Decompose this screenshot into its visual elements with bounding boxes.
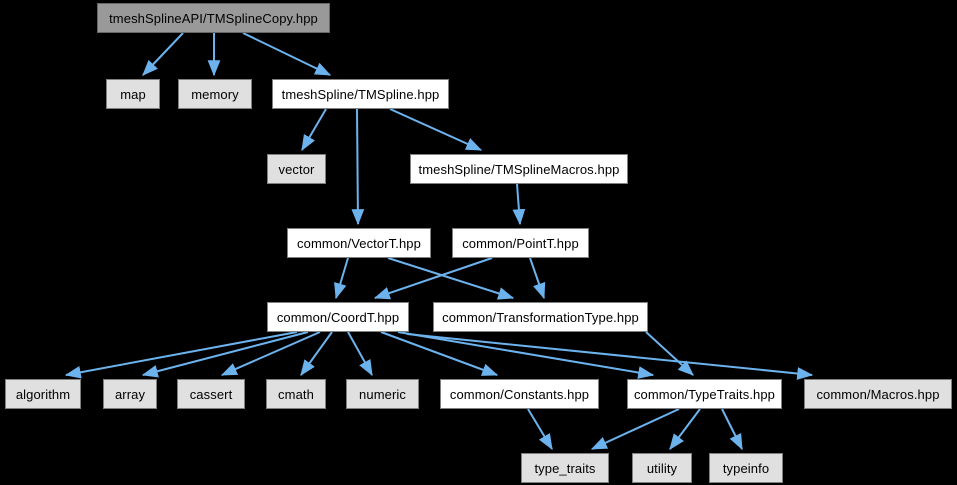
dependency-edge — [373, 257, 493, 300]
graph-node-tmspline[interactable]: tmeshSpline/TMSpline.hpp — [272, 79, 449, 109]
dependency-edge — [64, 331, 298, 379]
graph-node-vectort[interactable]: common/VectorT.hpp — [287, 228, 431, 258]
dependency-edge — [406, 333, 814, 380]
dependency-edge — [347, 331, 373, 377]
dependency-edge — [142, 32, 184, 76]
graph-node-tmsplinemacros[interactable]: tmeshSpline/TMSplineMacros.hpp — [410, 154, 628, 184]
dependency-edge — [220, 331, 321, 376]
graph-node-constants[interactable]: common/Constants.hpp — [440, 379, 599, 409]
dependency-edge — [300, 331, 333, 376]
graph-node-map[interactable]: map — [106, 79, 160, 109]
graph-node-utility[interactable]: utility — [632, 453, 692, 483]
dependency-edge — [301, 108, 327, 152]
graph-node-typeinfo[interactable]: typeinfo — [709, 453, 783, 483]
dependency-edge — [590, 408, 680, 450]
graph-node-memory[interactable]: memory — [178, 79, 252, 109]
graph-node-vector[interactable]: vector — [267, 154, 326, 184]
dependency-edge — [351, 108, 365, 226]
graph-node-cmath[interactable]: cmath — [266, 379, 326, 409]
dependency-edge — [387, 257, 515, 300]
graph-node-transformationtype[interactable]: common/TransformationType.hpp — [433, 302, 648, 332]
graph-node-macros[interactable]: common/Macros.hpp — [804, 379, 952, 409]
dependency-edge — [141, 331, 309, 378]
dependency-edge — [380, 331, 499, 376]
graph-node-type_traits[interactable]: type_traits — [521, 453, 609, 483]
graph-node-numeric[interactable]: numeric — [346, 379, 419, 409]
dependency-edge — [721, 408, 743, 451]
graph-node-algorithm[interactable]: algorithm — [5, 379, 81, 409]
graph-node-pointt[interactable]: common/PointT.hpp — [452, 228, 589, 258]
dependency-edge — [334, 257, 349, 300]
graph-node-cassert[interactable]: cassert — [177, 379, 245, 409]
dependency-edge — [669, 408, 701, 450]
dependency-edge — [645, 331, 694, 376]
dependency-edge — [527, 408, 553, 451]
dependency-edge — [397, 331, 655, 379]
graph-node-array[interactable]: array — [103, 379, 157, 409]
graph-node-coordt[interactable]: common/CoordT.hpp — [267, 302, 409, 332]
dependency-edge — [512, 183, 526, 226]
dependency-edge — [242, 32, 332, 76]
dependency-edge — [529, 257, 546, 300]
dependency-edge — [389, 108, 483, 151]
graph-node-typetraits[interactable]: common/TypeTraits.hpp — [627, 379, 782, 409]
graph-node-tmsplinecopy: tmeshSplineAPI/TMSplineCopy.hpp — [97, 3, 330, 33]
